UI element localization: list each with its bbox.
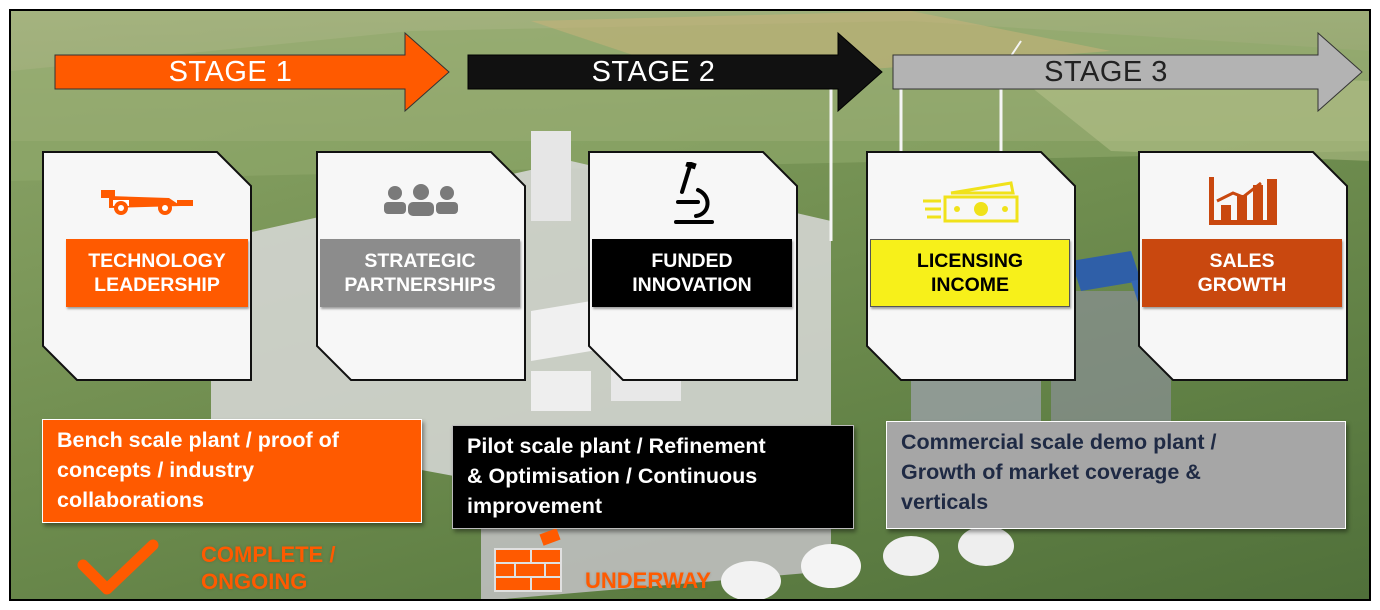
stage-1-description-line3: collaborations [57,488,204,512]
status-complete-ongoing: COMPLETE / ONGOING [201,541,335,595]
stage-3-arrow: STAGE 3 [891,31,1366,113]
status-underway: UNDERWAY [585,568,711,593]
microscope-icon [588,159,798,229]
stage-3-description-line2: Growth of market coverage & [901,460,1201,484]
card-title-line2: PARTNERSHIPS [344,274,496,296]
stage-3-description-line3: verticals [901,490,989,514]
card-title-line1: STRATEGIC [364,250,476,272]
stage-1-description-line1: Bench scale plant / proof of [57,428,339,452]
card-title-line2: INNOVATION [632,274,752,296]
stage-2-description-line3: improvement [467,494,603,518]
card-title-line2: LEADERSHIP [94,274,220,296]
growth-chart-icon [1138,171,1348,231]
card-title-line1: LICENSING [916,250,1024,272]
money-icon [866,171,1076,231]
stage-2-arrow: STAGE 2 [466,31,886,113]
card-title-line2: INCOME [931,274,1009,296]
stage-2-label: STAGE 2 [591,55,716,88]
checkmark-icon [77,539,159,599]
stage-1-description: Bench scale plant / proof of concepts / … [42,419,422,523]
stage-3-description: Commercial scale demo plant / Growth of … [886,421,1346,529]
card-title-line1: TECHNOLOGY [88,250,226,272]
stage-2-description-line1: Pilot scale plant / Refinement [467,434,766,458]
stage-3-description-line1: Commercial scale demo plant / [901,430,1217,454]
stage-2-description: Pilot scale plant / Refinement & Optimis… [452,425,854,529]
stage-2-description-line2: & Optimisation / Continuous [467,464,758,488]
stage-2-arrow-shape [467,31,883,113]
card-title-line1: SALES [1209,250,1275,272]
stage-1-label: STAGE 1 [168,55,293,88]
stage-1-arrow-shape [54,31,450,113]
stage-3-label: STAGE 3 [1044,55,1168,88]
card-title-line2: GROWTH [1197,274,1287,296]
status-complete-line1: COMPLETE / [201,542,336,567]
card-title-line1: FUNDED [651,250,733,272]
roadmap-frame: STAGE 1 STAGE 2 STAGE 3 [9,9,1371,601]
race-car-icon [42,171,252,231]
stage-3-arrow-shape [892,31,1363,113]
people-group-icon [316,171,526,231]
status-complete-line2: ONGOING [201,569,308,594]
stage-1-description-line2: concepts / industry [57,458,255,482]
stage-1-arrow: STAGE 1 [53,31,453,113]
brick-wall-icon [491,528,571,599]
